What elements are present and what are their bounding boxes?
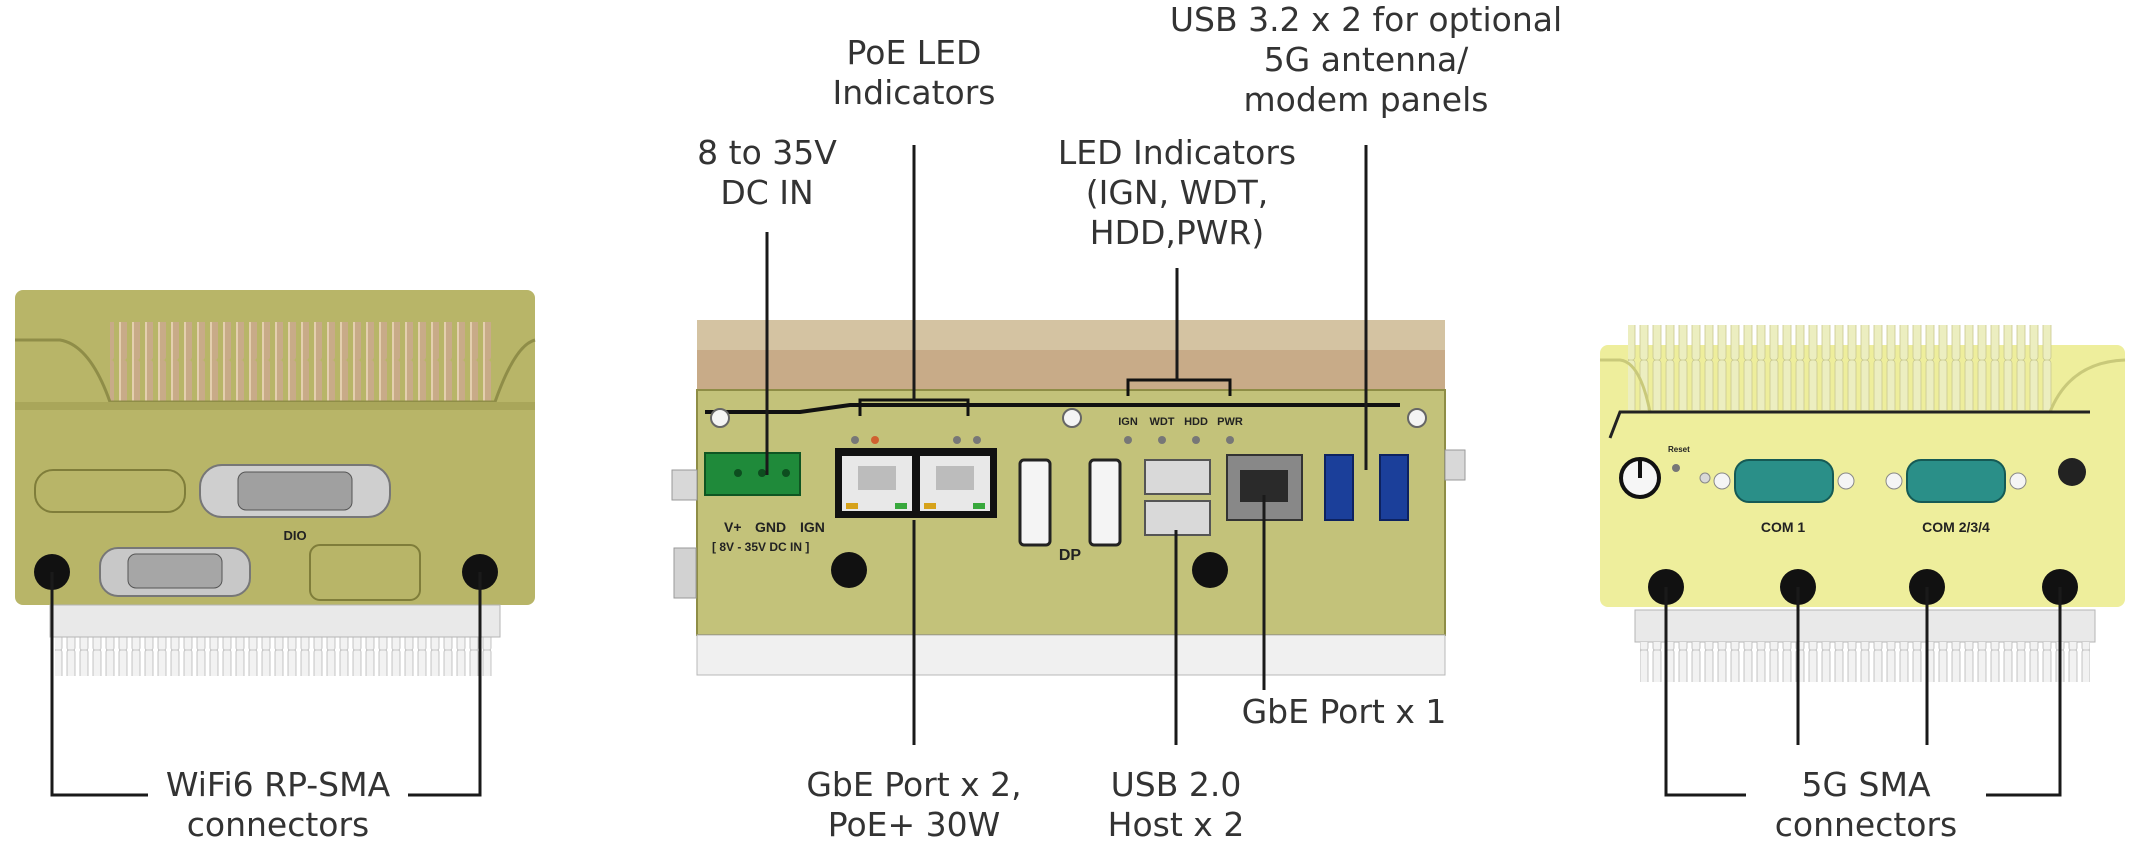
displayport-2 — [1088, 458, 1122, 547]
led-ign-label: IGN — [1118, 416, 1138, 428]
com1-label: COM 1 — [1761, 519, 1806, 535]
terminal-dc-range: [ 8V - 35V DC IN ] — [712, 540, 809, 554]
dp-label: DP — [1059, 547, 1082, 564]
center-mount-screw-right — [1192, 552, 1228, 588]
reset-label: Reset — [1668, 445, 1690, 454]
left-bottom-fins — [55, 634, 495, 676]
leader-sma-4 — [1986, 587, 2062, 797]
label-usb32: USB 3.2 x 2 for optional 5G antenna/ mod… — [1169, 0, 1563, 119]
center-device-panel: V+ GND IGN [ 8V - 35V DC IN ] DP IGN WDT… — [671, 320, 1466, 676]
right-device-panel: Reset COM 1 COM 2/3/4 — [1600, 325, 2126, 682]
left-top-fins — [110, 322, 495, 402]
com234-port — [1906, 459, 2006, 503]
displayport-1 — [1018, 458, 1052, 547]
led-pwr-label: PWR — [1217, 416, 1243, 428]
led-wdt-label: WDT — [1149, 416, 1174, 428]
dio-label: DIO — [283, 528, 306, 543]
usb32-port-1 — [1324, 454, 1354, 521]
terminal-gnd: GND — [755, 519, 786, 535]
label-gbe-poe: GbE Port x 2, PoE+ 30W — [806, 765, 1022, 844]
right-bottom-fins — [1640, 642, 2090, 682]
label-gbe-single: GbE Port x 1 — [1241, 692, 1447, 731]
label-wifi-sma: WiFi6 RP-SMA connectors — [165, 765, 391, 844]
terminal-vplus: V+ — [724, 519, 742, 535]
right-top-fins — [1628, 325, 2053, 410]
terminal-ign: IGN — [800, 519, 825, 535]
center-top-heatsink — [697, 350, 1445, 390]
leader-sma-1 — [1664, 587, 1746, 797]
label-dc-in: 8 to 35V DC IN — [697, 133, 837, 212]
label-poe-led: PoE LED Indicators — [832, 33, 996, 112]
left-knockout-panel — [34, 469, 186, 513]
usb2-port-top — [1144, 459, 1211, 495]
usb2-port-bottom — [1144, 500, 1211, 536]
com1-port — [1734, 459, 1834, 503]
leader-wifi-left — [50, 572, 148, 797]
led-hdd-label: HDD — [1184, 416, 1208, 428]
com234-label: COM 2/3/4 — [1922, 519, 1990, 535]
label-led-indicators: LED Indicators (IGN, WDT, HDD,PWR) — [1057, 133, 1297, 252]
leader-lines — [50, 145, 2062, 797]
left-device-panel: DIO — [15, 290, 536, 676]
gbe-mount-screw-left — [831, 552, 867, 588]
usb32-port-2 — [1379, 454, 1409, 521]
label-5g-sma: 5G SMA connectors — [1774, 765, 1958, 844]
label-usb20: USB 2.0 Host x 2 — [1107, 765, 1245, 844]
leader-wifi-right — [408, 572, 482, 797]
left-knockout-square — [309, 544, 421, 601]
